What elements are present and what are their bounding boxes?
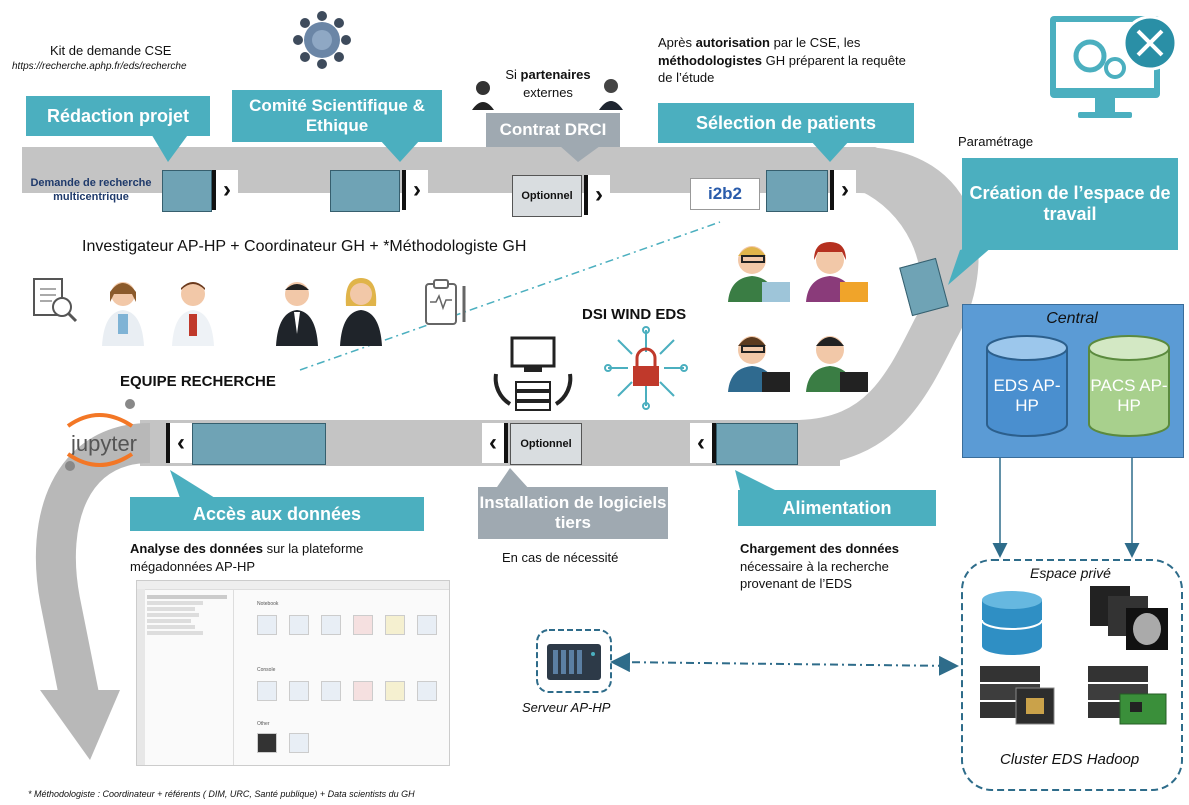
kit-title: Kit de demande CSE xyxy=(50,43,172,58)
footnote: * Méthodologiste : Coordinateur + référe… xyxy=(28,789,415,799)
serveur-label: Serveur AP-HP xyxy=(522,700,611,715)
step-contrat[interactable]: Contrat DRCI xyxy=(486,113,620,147)
chevron-left-icon: ‹ xyxy=(166,423,192,463)
pointer-comite xyxy=(380,140,420,162)
arrow-serveur-cluster xyxy=(610,652,959,676)
track-box-5 xyxy=(716,423,798,465)
chevron-right-icon: › xyxy=(212,170,238,210)
developer-icon xyxy=(728,336,790,392)
clipboard-search-icon xyxy=(33,278,78,323)
step-installation[interactable]: Installation de logiciels tiers xyxy=(478,487,668,539)
track-curve xyxy=(200,147,979,466)
developer-icon xyxy=(806,242,868,302)
doctor-female-icon xyxy=(102,282,144,346)
espace-prive-title: Espace privé xyxy=(1030,565,1111,581)
track-left-arrowhead xyxy=(40,690,120,760)
step-creation[interactable]: Création de l’espace de travail xyxy=(962,158,1178,250)
eds-database-icon xyxy=(986,335,1068,437)
equipe-label: EQUIPE RECHERCHE xyxy=(120,373,276,390)
clipboard-pen-icon xyxy=(425,279,466,325)
committee-icon xyxy=(293,11,351,69)
pointer-redaction xyxy=(150,132,190,162)
mini-other-row xyxy=(257,733,309,753)
step-acces[interactable]: Accès aux données xyxy=(130,497,424,531)
optionnel-bottom: Optionnel xyxy=(510,423,582,465)
jupyter-lab-screenshot: Notebook Console Other xyxy=(136,580,450,766)
chevron-right-icon: › xyxy=(830,170,856,210)
security-circuit-icon xyxy=(604,326,688,410)
track-left-curve xyxy=(35,423,152,704)
step-alimentation[interactable]: Alimentation xyxy=(738,490,936,526)
pointer-installation xyxy=(495,468,530,490)
developer-icon xyxy=(728,246,790,302)
pointer-contrat xyxy=(560,146,600,162)
settings-computer-icon xyxy=(1050,15,1178,118)
server-rack-icon xyxy=(547,644,601,680)
cluster-label: Cluster EDS Hadoop xyxy=(1000,751,1140,768)
businessman-icon xyxy=(276,282,318,346)
optionnel-top: Optionnel xyxy=(512,175,582,217)
demande-label: Demande de recherche multicentrique xyxy=(30,177,152,204)
mini-console-label: Console xyxy=(257,667,276,673)
mini-console-row xyxy=(257,681,437,701)
pointer-creation xyxy=(948,240,1000,285)
developer-icon xyxy=(806,336,868,392)
database-icon xyxy=(981,591,1043,655)
xray-images-icon xyxy=(1090,586,1168,650)
chargement-text: Chargement des données nécessaire à la r… xyxy=(740,541,899,592)
pacs-label: PACS AP-HP xyxy=(1090,376,1168,416)
pacs-database-icon xyxy=(1088,335,1170,437)
server-stack-icon xyxy=(980,666,1055,725)
pointer-alimentation xyxy=(735,470,775,490)
central-title: Central xyxy=(1046,310,1098,327)
mini-other-label: Other xyxy=(257,721,270,727)
pointer-selection xyxy=(810,140,850,162)
chevron-left-icon: ‹ xyxy=(690,423,716,463)
computer-sync-icon xyxy=(493,336,573,411)
track-box-1 xyxy=(162,170,212,212)
i2b2-logo: i2b2 xyxy=(690,178,760,210)
server-board-icon xyxy=(1088,666,1167,725)
chevron-right-icon: › xyxy=(402,170,428,210)
investigateur-label: Investigateur AP-HP + Coordinateur GH + … xyxy=(82,238,527,255)
espace-prive-box xyxy=(961,559,1183,791)
track-box-4 xyxy=(192,423,326,465)
chevron-left-icon: ‹ xyxy=(482,423,508,463)
mini-kernel-row xyxy=(257,615,437,635)
person-male-icon xyxy=(599,79,623,110)
step-comite[interactable]: Comité Scientifique & Ethique xyxy=(232,90,442,142)
analyse-text: Analyse des données sur la plateforme mé… xyxy=(130,541,364,574)
step-redaction[interactable]: Rédaction projet xyxy=(26,96,210,136)
track-box-2 xyxy=(330,170,400,212)
mini-notebook-label: Notebook xyxy=(257,601,279,607)
parametrage-label: Paramétrage xyxy=(958,134,1034,149)
jupyter-orbit-icon xyxy=(65,399,135,471)
person-female-icon xyxy=(472,81,494,110)
selection-description: Après autorisation par le CSE, les métho… xyxy=(658,35,906,86)
kit-url[interactable]: https://recherche.aphp.fr/eds/recherche xyxy=(12,61,187,72)
doctor-male-icon xyxy=(172,282,214,346)
pointer-acces xyxy=(170,470,215,498)
jupyter-logo: jupyter xyxy=(70,431,138,456)
step-selection[interactable]: Sélection de patients xyxy=(658,103,914,143)
businesswoman-icon xyxy=(340,278,382,346)
en-cas-text: En cas de nécessité xyxy=(502,550,619,565)
track-box-3 xyxy=(766,170,828,212)
eds-label: EDS AP-HP xyxy=(993,376,1061,416)
chevron-right-icon: › xyxy=(584,175,610,215)
dsi-label: DSI WIND EDS xyxy=(582,306,687,323)
